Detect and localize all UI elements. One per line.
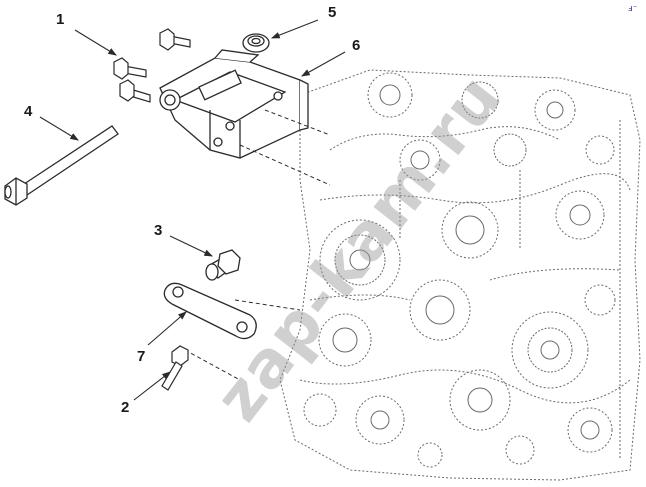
alignment-lines [184,109,331,381]
bolt-part-2 [161,345,189,391]
upper-bolt [159,28,191,51]
callout-7: 7 [137,348,146,365]
bracket-part-6 [159,49,309,159]
callout-2: 2 [121,399,130,416]
leader-3 [169,235,213,257]
nut-part-5 [242,33,270,53]
leader-1 [74,29,117,56]
callout-5: 5 [328,4,337,21]
bolt-part-3 [205,249,241,281]
corner-mark: ⅎ⁻ [628,4,638,14]
callout-4: 4 [24,103,33,120]
engine-block [279,69,641,481]
leader-7 [147,311,187,346]
leader-lines [39,19,346,401]
leader-4 [39,116,79,141]
link-plate-part-7 [163,282,257,340]
callout-3: 3 [154,222,163,239]
leader-5 [270,19,319,39]
bolt-part-1 [113,57,151,103]
long-bolt-part-4 [4,125,119,206]
leader-2 [133,371,171,401]
callout-6: 6 [352,37,361,54]
leader-6 [301,51,346,77]
callout-1: 1 [56,11,65,28]
